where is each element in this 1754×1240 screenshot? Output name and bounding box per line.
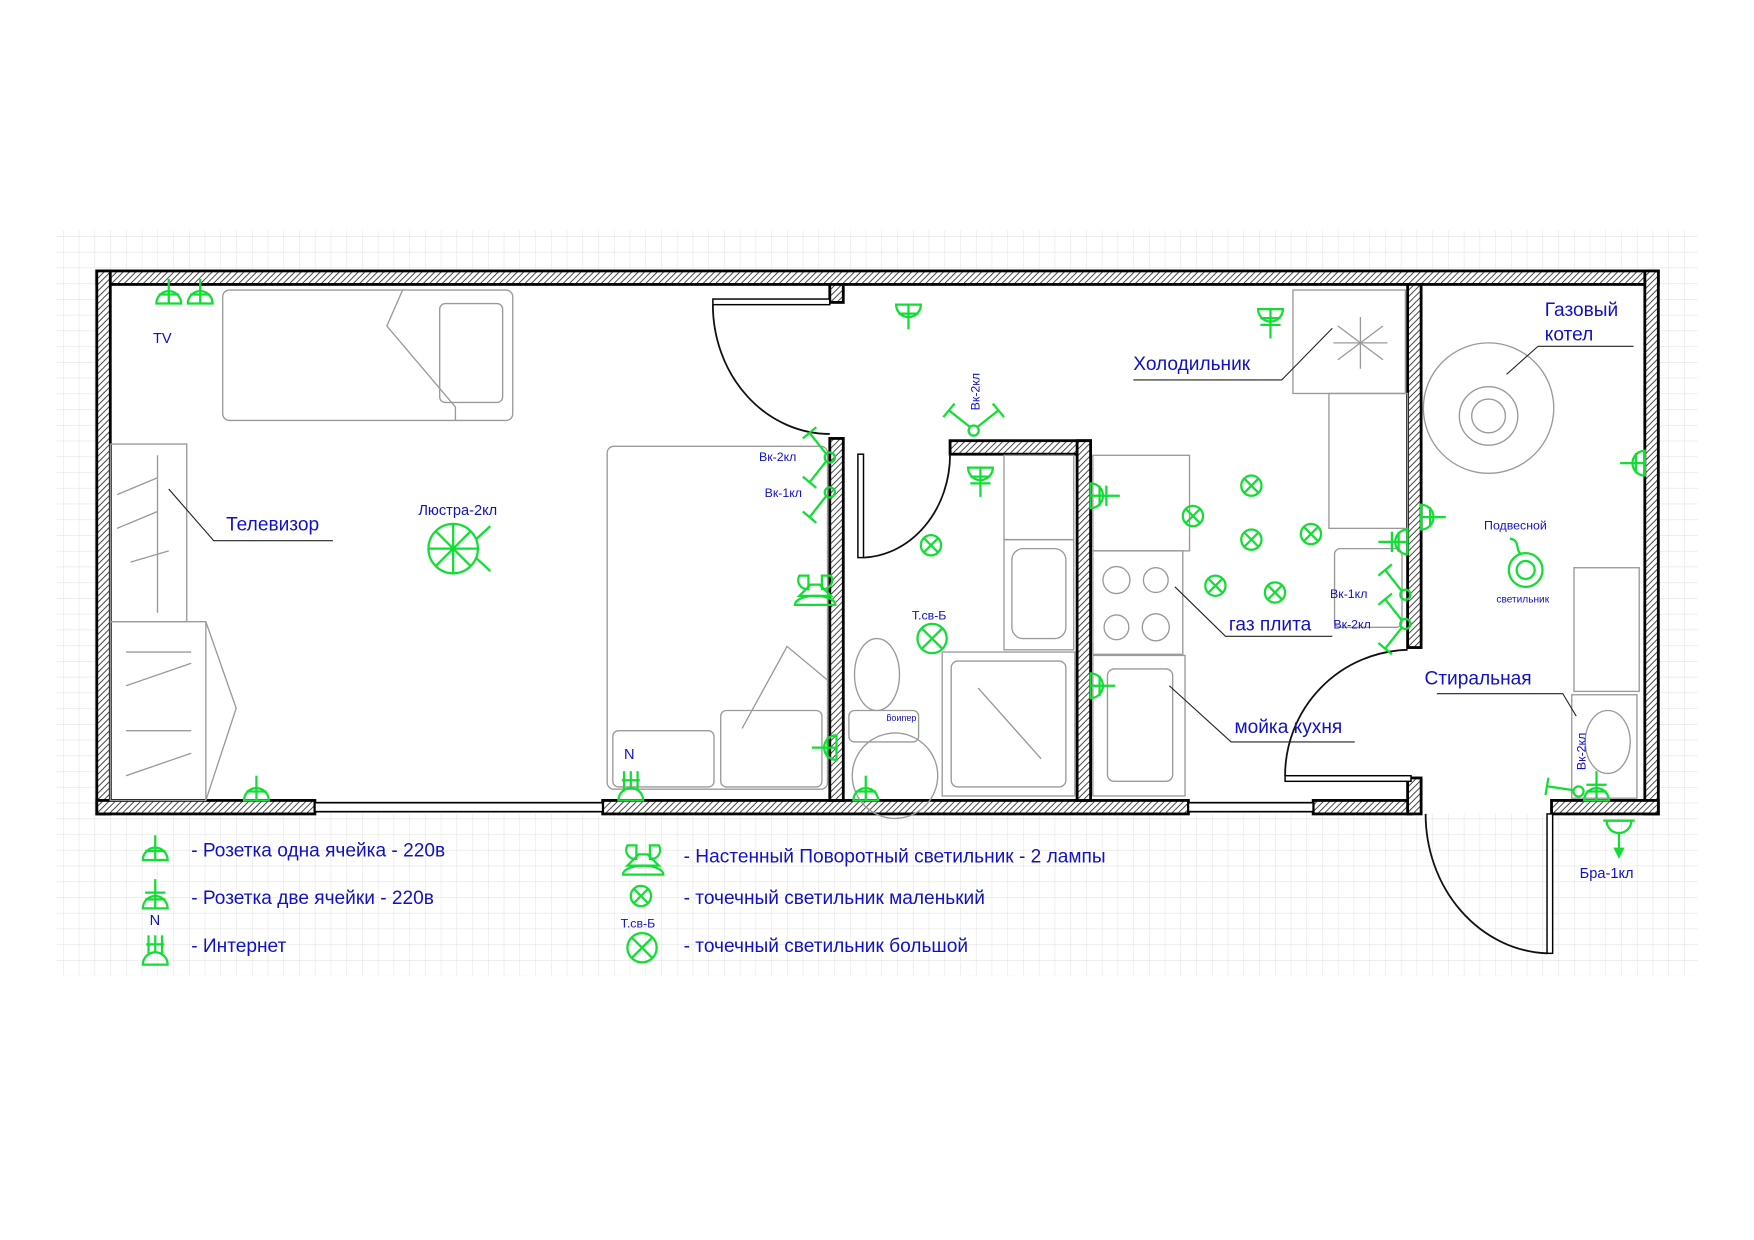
switch-label: Вк-1кл xyxy=(1330,587,1367,601)
furniture xyxy=(109,289,1640,820)
legend-spot-big: - точечный светильник большой xyxy=(684,936,968,957)
sconce-icon xyxy=(1603,819,1635,859)
switch-label: Вк-2кл xyxy=(759,450,796,464)
sconce-label: Бра-1кл xyxy=(1580,866,1634,882)
leader-line xyxy=(1133,327,1333,381)
boiler-label-line1: Газовый xyxy=(1545,300,1618,321)
switch-label: Вк-2кл xyxy=(968,373,982,410)
leader-line xyxy=(1174,586,1333,637)
sink-label: мойка кухня xyxy=(1234,717,1342,738)
legend-wall-lamp: - Настенный Поворотный светильник - 2 ла… xyxy=(684,846,1106,867)
switch-label: Вк-2кл xyxy=(1574,733,1588,770)
switch-label: Вк-2кл xyxy=(1333,617,1370,631)
tv-set-label: Телевизор xyxy=(226,515,319,536)
legend-internet-n: N xyxy=(150,913,161,929)
pendant-label-line2: светильник xyxy=(1496,595,1549,606)
leader-line xyxy=(168,488,333,542)
toilet-label: dauиog xyxy=(886,714,916,724)
leader-line xyxy=(1436,693,1577,717)
washer-label: Стиральная xyxy=(1424,669,1531,690)
legend-spot-big-tag: Т.св-Б xyxy=(621,916,656,930)
boiler-label-line2: котел xyxy=(1545,325,1593,346)
pendant-label-line1: Подвесной xyxy=(1484,519,1547,533)
leader-line xyxy=(1506,345,1634,375)
legend-socket-single: - Розетка одна ячейка - 220в xyxy=(191,841,445,862)
stove-label: газ плита xyxy=(1229,615,1312,636)
leader-line xyxy=(1168,685,1355,743)
switch-label: Вк-1кл xyxy=(765,486,802,500)
doors xyxy=(711,298,1554,955)
chandelier-label: Люстра-2кл xyxy=(418,503,497,519)
windows xyxy=(314,801,1315,813)
legend-socket-double: - Розетка две ячейки - 220в xyxy=(191,888,434,909)
big-spot-label: Т.св-Б xyxy=(912,608,947,622)
chandelier-icon xyxy=(427,522,492,575)
pendant-lamp-icon xyxy=(1507,537,1544,588)
legend: - Розетка одна ячейка - 220в - Розетка д… xyxy=(141,834,1106,966)
fridge-label: Холодильник xyxy=(1133,354,1250,375)
internet-n-label: N xyxy=(624,747,635,763)
legend-spot-small: - точечный светильник маленький xyxy=(684,888,985,909)
floor-area xyxy=(96,270,1659,814)
legend-internet: - Интернет xyxy=(191,936,286,957)
tv-label: TV xyxy=(153,331,172,347)
